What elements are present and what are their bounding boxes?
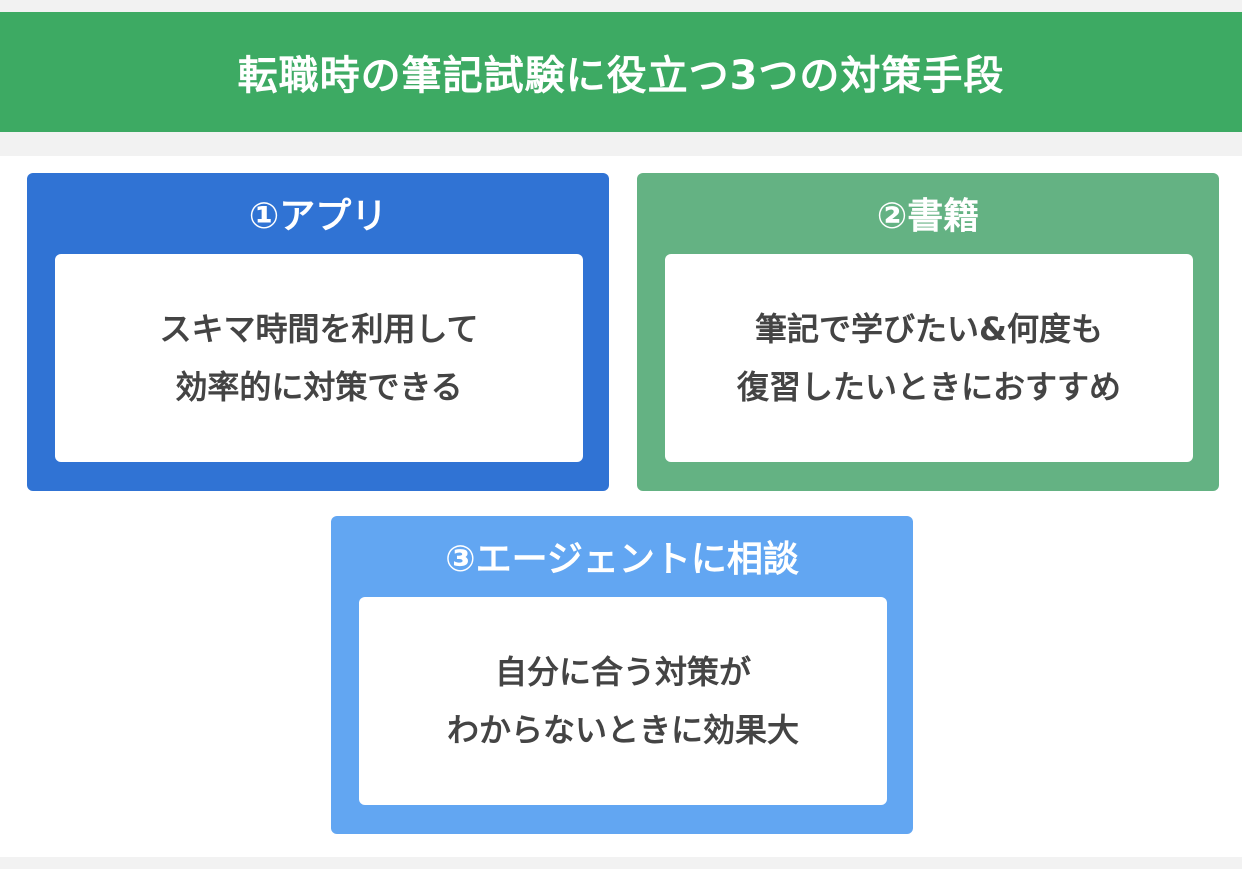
header-banner: 転職時の筆記試験に役立つ3つの対策手段 xyxy=(0,12,1242,132)
card-book: ②書籍 筆記で学びたい&何度も 復習したいときにおすすめ xyxy=(637,173,1219,491)
card-text-line: 効率的に対策できる xyxy=(175,368,463,406)
card-body-book: 筆記で学びたい&何度も 復習したいときにおすすめ xyxy=(665,254,1193,462)
top-band xyxy=(0,0,1242,12)
card-body-app: スキマ時間を利用して 効率的に対策できる xyxy=(55,254,583,462)
card-title-book: ②書籍 xyxy=(876,196,980,237)
card-body-agent: 自分に合う対策が わからないときに効果大 xyxy=(359,597,887,805)
page-title: 転職時の筆記試験に役立つ3つの対策手段 xyxy=(237,53,1005,99)
card-text-line: スキマ時間を利用して xyxy=(159,310,479,348)
bottom-band xyxy=(0,857,1242,869)
card-text-line: 自分に合う対策が xyxy=(494,653,751,691)
card-text-line: 復習したいときにおすすめ xyxy=(736,368,1121,406)
card-text-line: わからないときに効果大 xyxy=(446,711,799,749)
card-app: ①アプリ スキマ時間を利用して 効率的に対策できる xyxy=(27,173,609,491)
card-title-agent: ③エージェントに相談 xyxy=(445,539,799,580)
separator-band xyxy=(0,132,1242,156)
card-title-app: ①アプリ xyxy=(248,196,388,237)
card-text-line: 筆記で学びたい&何度も xyxy=(755,310,1103,348)
card-agent: ③エージェントに相談 自分に合う対策が わからないときに効果大 xyxy=(331,516,913,834)
